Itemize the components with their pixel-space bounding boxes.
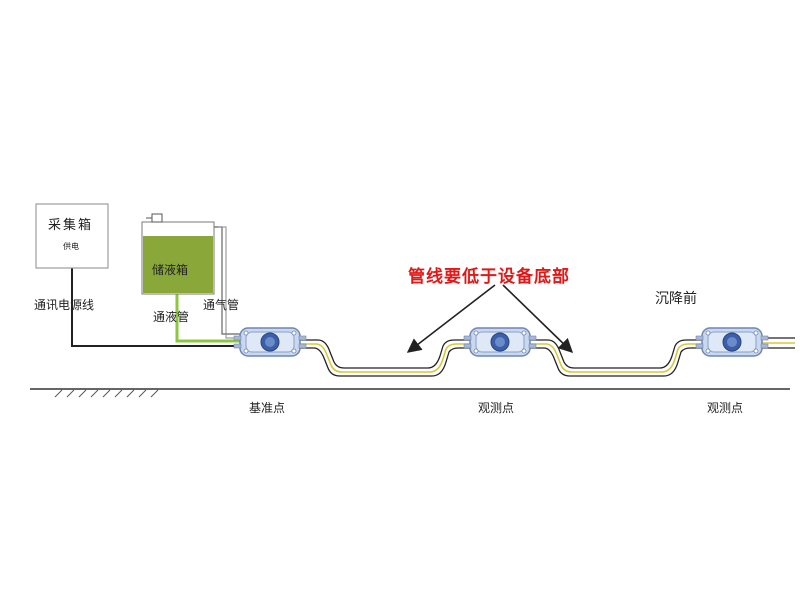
reference-point-label: 基准点 [249, 401, 286, 415]
liquid-tube-line [175, 292, 240, 343]
sensor-device-icon [463, 327, 537, 357]
arrow-icon [502, 284, 574, 354]
sensor-device-icon [233, 327, 307, 357]
pipe-note-label: 管线要低于设备底部 [408, 267, 570, 287]
comm-power-line-label: 通讯电源线 [34, 298, 95, 312]
arrow-icon [406, 284, 496, 353]
liquid-tube-label: 通液管 [153, 310, 190, 324]
reservoir-label: 储液箱 [152, 263, 189, 277]
collector-box [35, 203, 109, 269]
observation-point-label-1: 观测点 [478, 401, 515, 415]
sensor-device-icon [695, 327, 769, 357]
observation-point-label-2: 观测点 [707, 401, 744, 415]
gas-tube-line [214, 226, 240, 335]
before-settlement-label: 沉降前 [655, 291, 697, 307]
comm-power-line [71, 268, 240, 347]
ground-hatch-icon [54, 389, 159, 398]
collector-box-label: 采集箱 [48, 218, 94, 233]
power-supply-label: 供电 [63, 242, 79, 251]
gas-tube-label: 通气管 [203, 298, 240, 312]
reservoir-cap [151, 213, 163, 223]
pipe-bundle [300, 337, 795, 377]
